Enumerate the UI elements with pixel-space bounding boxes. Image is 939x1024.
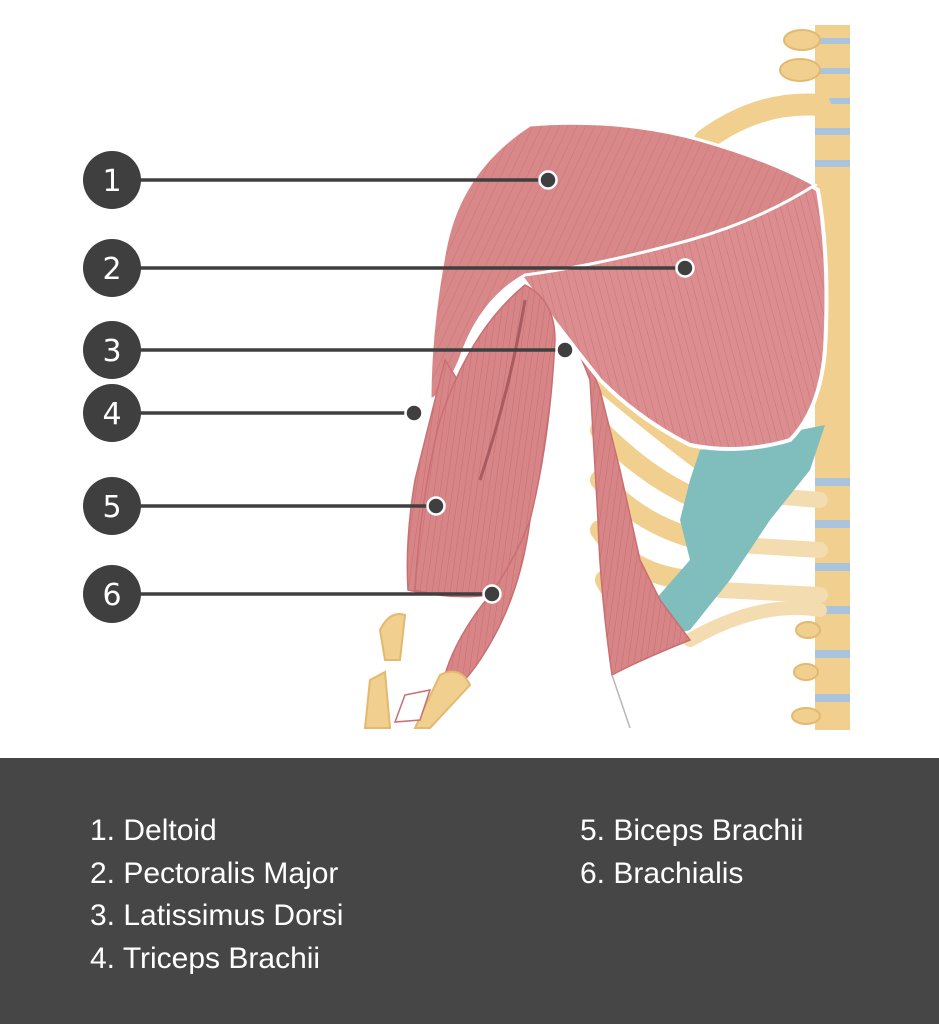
label-number: 5	[102, 490, 121, 525]
legend-column-left: 1. Deltoid 2. Pectoralis Major 3. Latiss…	[90, 810, 343, 980]
label-circle	[83, 321, 141, 379]
leader-dot-1	[538, 170, 558, 190]
label-marker-3: 3	[83, 321, 141, 379]
label-number: 3	[102, 334, 121, 369]
legend-item: 4. Triceps Brachii	[90, 941, 321, 975]
biceps-groove	[478, 299, 527, 481]
legend-column-right: 5. Biceps Brachii 6. Brachialis	[580, 810, 803, 895]
label-marker-1: 1	[83, 151, 141, 209]
latissimus-tendon-line	[611, 674, 631, 729]
leader-dot-2	[675, 258, 695, 278]
label-circle	[83, 565, 141, 623]
label-marker-6: 6	[83, 565, 141, 623]
leader-dot-6	[482, 584, 502, 604]
legend-item: 1. Deltoid	[90, 814, 217, 847]
leader-dot-4	[404, 403, 424, 423]
legend-item: 3. Latissimus Dorsi	[90, 899, 344, 932]
deltoid-muscle	[428, 121, 818, 403]
label-marker-5: 5	[83, 477, 141, 535]
legend-item: 2. Pectoralis Major	[90, 856, 339, 890]
leader-endpoints	[404, 170, 695, 604]
leader-lines	[140, 178, 685, 596]
label-circle	[83, 384, 141, 442]
label-circle	[83, 477, 141, 535]
legend-panel: 1. Deltoid 2. Pectoralis Major 3. Latiss…	[0, 758, 939, 1024]
label-number: 1	[102, 164, 121, 199]
brachialis-muscle	[439, 519, 531, 702]
label-circle	[83, 151, 141, 209]
leader-dot-5	[426, 496, 446, 516]
biceps-tendon	[393, 689, 432, 723]
label-number: 6	[102, 578, 121, 613]
latissimus-dorsi-muscle	[554, 303, 692, 677]
legend-item: 5. Biceps Brachii	[580, 814, 804, 847]
muscle-diagram-illustration: 1 2 3 4 5 6	[83, 25, 850, 730]
label-number: 4	[102, 397, 121, 432]
costal-cartilage	[650, 425, 825, 640]
label-number: 2	[102, 252, 121, 287]
legend-item: 6. Brachialis	[580, 856, 744, 890]
label-circle	[83, 239, 141, 297]
leader-dot-3	[555, 340, 575, 360]
forearm-bones	[363, 613, 472, 729]
label-marker-4: 4	[83, 384, 141, 442]
label-marker-2: 2	[83, 239, 141, 297]
